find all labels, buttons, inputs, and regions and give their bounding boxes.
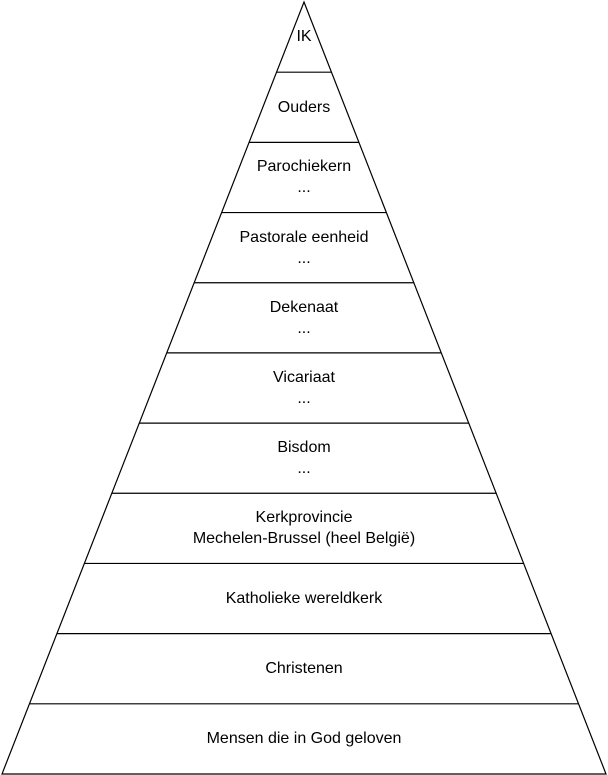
level-parochiekern-text: Parochiekern: [256, 158, 352, 176]
level-pastorale-eenheid-ellipsis: ...: [297, 249, 311, 267]
level-dekenaat-ellipsis: ...: [297, 319, 311, 337]
level-vicariaat: Vicariaat ...: [0, 367, 608, 409]
level-mensen-die-in-god-geloven-text: Mensen die in God geloven: [206, 730, 402, 748]
level-ouders: Ouders: [0, 97, 608, 118]
level-bisdom-ellipsis: ...: [297, 460, 311, 478]
level-dekenaat: Dekenaat ...: [0, 297, 608, 339]
level-kerkprovincie-text: Kerkprovincie: [255, 509, 353, 527]
level-pastorale-eenheid: Pastorale eenheid ...: [0, 227, 608, 269]
level-parochiekern-ellipsis: ...: [297, 179, 311, 197]
level-kerkprovincie-subtext: Mechelen-Brussel (heel België): [192, 530, 416, 548]
level-ik-text: IK: [296, 27, 312, 45]
level-katholieke-wereldkerk: Katholieke wereldkerk: [0, 588, 608, 609]
level-ouders-text: Ouders: [277, 98, 331, 116]
level-vicariaat-ellipsis: ...: [297, 390, 311, 407]
level-pastorale-eenheid-text: Pastorale eenheid: [239, 228, 369, 246]
level-katholieke-wereldkerk-text: Katholieke wereldkerk: [225, 590, 383, 608]
level-christenen: Christenen: [0, 658, 608, 679]
level-bisdom: Bisdom ...: [0, 437, 608, 479]
level-ik: IK: [0, 26, 608, 47]
level-christenen-text: Christenen: [265, 660, 343, 678]
level-parochiekern: Parochiekern ...: [0, 156, 608, 198]
level-kerkprovincie: Kerkprovincie Mechelen-Brussel (heel Bel…: [0, 507, 608, 549]
level-mensen-die-in-god-geloven: Mensen die in God geloven: [0, 728, 608, 749]
level-bisdom-text: Bisdom: [277, 439, 331, 457]
level-dekenaat-text: Dekenaat: [269, 298, 339, 316]
level-dividers: [29, 71, 579, 705]
level-vicariaat-text: Vicariaat: [273, 369, 335, 386]
